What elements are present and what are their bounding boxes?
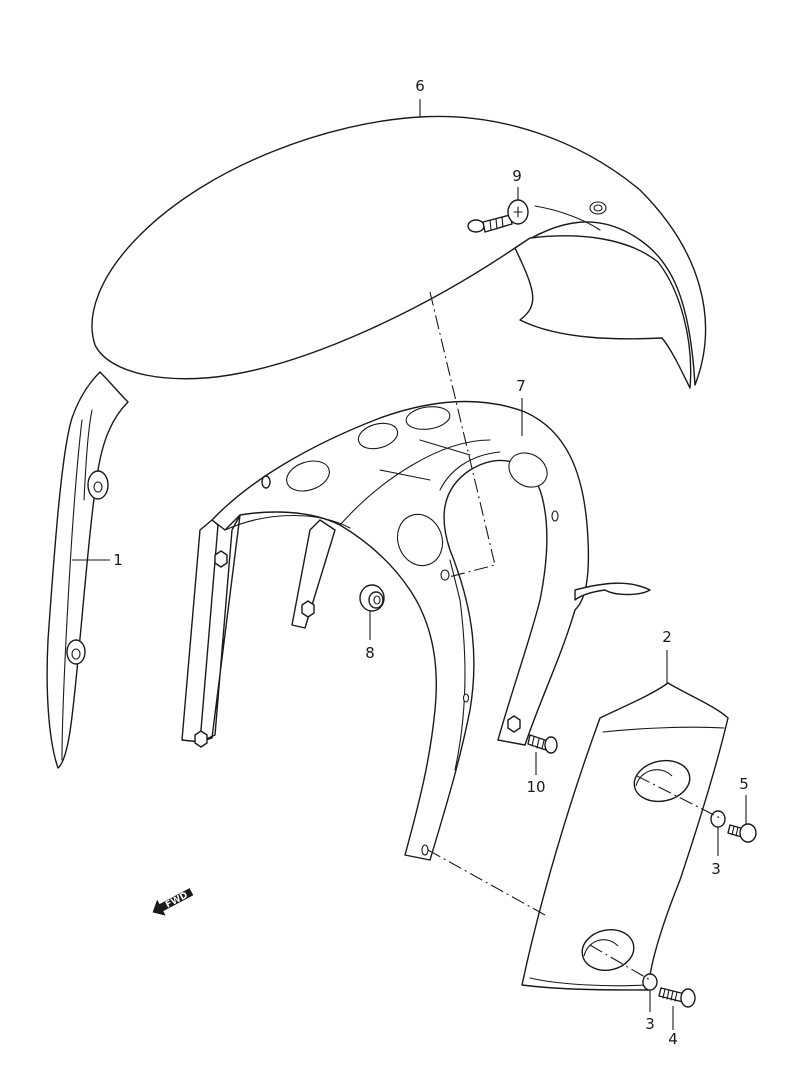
fender-mount-hole — [589, 201, 607, 215]
nut-8 — [359, 584, 385, 612]
arrow-left-icon — [152, 888, 194, 916]
callout-6: 6 — [415, 77, 425, 95]
bolt-10 — [527, 734, 558, 754]
callout-3-lower: 3 — [645, 1015, 655, 1033]
assembly-lines — [427, 291, 721, 981]
collar-3-lower — [642, 973, 658, 991]
callout-3-upper: 3 — [711, 860, 721, 878]
callout-1: 1 — [113, 551, 123, 569]
callout-7: 7 — [516, 377, 526, 395]
callout-2: 2 — [662, 628, 672, 646]
callout-10: 10 — [526, 778, 545, 796]
front-fender — [91, 115, 707, 389]
callout-8: 8 — [365, 644, 375, 662]
bolt-4 — [658, 987, 696, 1008]
screw-5 — [727, 823, 757, 843]
fwd-label: FWD — [164, 891, 189, 911]
callout-9: 9 — [512, 167, 522, 185]
callout-5: 5 — [739, 775, 749, 793]
collar-3-upper — [710, 810, 726, 828]
fwd-badge: FWD — [152, 888, 194, 916]
side-cover — [521, 682, 729, 991]
fender-bracket — [181, 400, 651, 861]
fender-brace — [46, 371, 129, 769]
leader-lines — [72, 99, 747, 1030]
callout-4: 4 — [668, 1030, 678, 1048]
